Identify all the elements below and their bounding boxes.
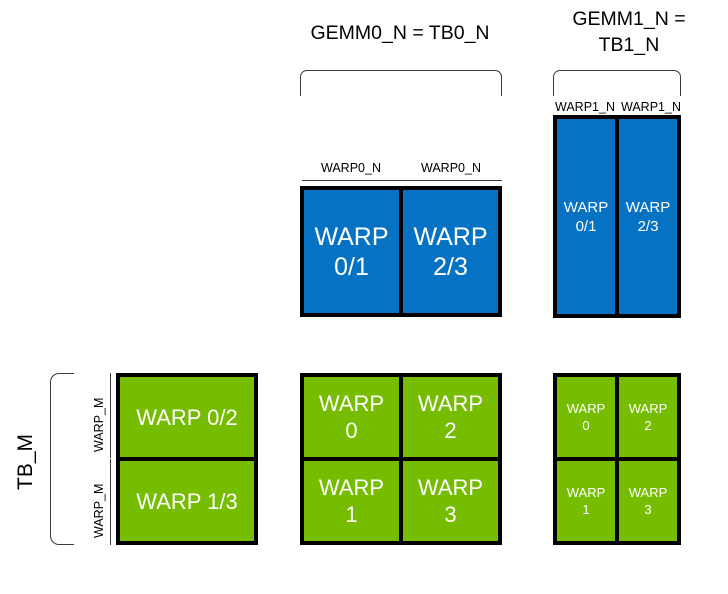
warp0-n-caption-rule [302,180,502,181]
green-middle-cell-2[interactable]: WARP 1 [304,461,399,541]
gemm1-blue-cell-1[interactable]: WARP 2/3 [619,119,677,314]
green-left-cell-0[interactable]: WARP 0/2 [120,377,254,457]
warp0-n-left-caption: WARP0_N [321,161,381,175]
warp0-n-right-caption: WARP0_N [421,161,481,175]
green-middle-cell-3[interactable]: WARP 3 [403,461,498,541]
green-right-cell-3[interactable]: WARP 3 [619,461,677,541]
gemm0-span-bracket [300,70,502,96]
green-right-grid: WARP 0 WARP 2 WARP 1 WARP 3 [553,373,681,545]
gemm0-blue-grid: WARP 0/1 WARP 2/3 [300,186,502,317]
green-left-grid: WARP 0/2 WARP 1/3 [116,373,258,545]
green-middle-cell-0[interactable]: WARP 0 [304,377,399,457]
gemm1-span-bracket [553,70,681,96]
green-middle-cell-1[interactable]: WARP 2 [403,377,498,457]
green-right-cell-0[interactable]: WARP 0 [557,377,615,457]
gemm0-blue-cell-0[interactable]: WARP 0/1 [304,190,399,313]
green-left-cell-1[interactable]: WARP 1/3 [120,461,254,541]
green-right-cell-1[interactable]: WARP 2 [619,377,677,457]
warp1-n-right-caption: WARP1_N [621,100,681,114]
warp-m-bottom-caption: WARP_M [92,483,106,538]
warp-m-top-rule [110,373,111,458]
gemm1-blue-cell-0[interactable]: WARP 0/1 [557,119,615,314]
gemm1-blue-grid: WARP 0/1 WARP 2/3 [553,115,681,318]
green-right-cell-2[interactable]: WARP 1 [557,461,615,541]
warp-m-top-caption: WARP_M [92,397,106,452]
tb-m-span-bracket [50,373,74,545]
gemm0-blue-cell-1[interactable]: WARP 2/3 [403,190,498,313]
tb-m-label: TB_M [14,433,37,490]
gemm1-title: GEMM1_N = TB1_N [572,8,686,56]
warp1-n-left-caption: WARP1_N [555,100,615,114]
gemm0-title: GEMM0_N = TB0_N [310,22,490,44]
warp-m-bottom-rule [110,459,111,545]
green-middle-grid: WARP 0 WARP 2 WARP 1 WARP 3 [300,373,502,545]
